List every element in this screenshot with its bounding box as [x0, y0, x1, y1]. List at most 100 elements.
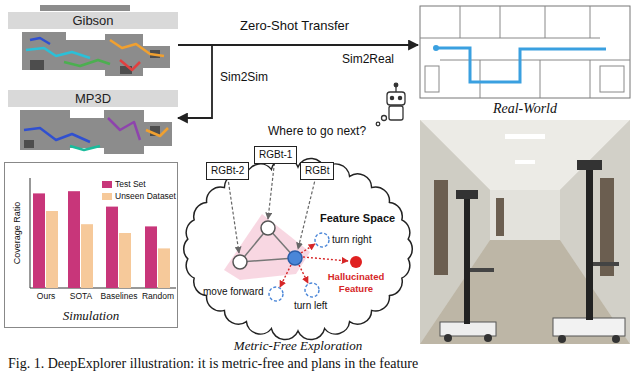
feature-graph-part-part	[298, 172, 317, 249]
floor-plan-part-part	[500, 6, 501, 38]
gibson-map-part-part	[60, 40, 110, 70]
map-panel: Gibson	[8, 4, 178, 80]
gibson-map-part	[26, 38, 164, 70]
mp3d-map-part-part	[68, 118, 108, 148]
thought-text: Where to go next?	[268, 124, 366, 139]
coverage-chart-part-part	[33, 193, 45, 288]
gibson-map	[8, 4, 178, 80]
feature-graph-part-part	[315, 233, 329, 247]
node-title: Simulation	[5, 308, 177, 323]
feature-graph-part	[269, 233, 329, 301]
robot-photo-part	[456, 190, 478, 199]
action-label: move forward	[203, 286, 264, 299]
robot-icon	[376, 83, 405, 126]
robot-icon-part	[398, 96, 401, 99]
feature-graph-part-part	[301, 244, 315, 253]
floor-plan	[420, 6, 630, 98]
node-title: Feature Space	[320, 212, 395, 225]
hallway-photo-part-part	[505, 134, 545, 139]
node-title: RGBt	[305, 165, 329, 177]
feature-graph-part	[224, 214, 310, 280]
mp3d-map-part-part	[108, 118, 140, 140]
floor-plan-part-part	[590, 60, 591, 98]
mp3d-map	[8, 82, 178, 158]
map-panel: MP3D	[8, 82, 178, 158]
coverage-chart-part	[30, 178, 31, 288]
action-label: turn left	[294, 300, 327, 313]
mp3d-map-part-part	[146, 128, 168, 136]
coverage-chart-part	[33, 191, 157, 288]
gibson-map-part-part	[22, 32, 66, 70]
robot-icon-part	[389, 106, 403, 120]
edge-label: Sim2Real	[340, 52, 396, 66]
robot-icon-part	[390, 96, 393, 99]
figure-caption: Fig. 1. DeepExplorer illustration: it is…	[8, 356, 418, 372]
robot-photo	[440, 190, 496, 342]
gibson-map-part	[30, 50, 160, 74]
floor-plan-part-part	[545, 6, 546, 38]
robot-photo-part	[586, 166, 593, 320]
robot-photo	[553, 160, 625, 343]
feature-graph-part-part	[280, 265, 291, 287]
coverage-chart-part-part	[68, 191, 80, 288]
robot-photo-part	[440, 322, 496, 336]
rgb-frame: RGBt	[300, 162, 334, 180]
floor-plan-part-part	[590, 6, 591, 38]
floor-plan-part-part	[540, 60, 541, 98]
robot-icon-part	[394, 83, 398, 87]
node-title: Real-World	[418, 101, 632, 117]
cloud-outline-path	[184, 158, 413, 339]
feature-graph-part	[233, 255, 247, 269]
gibson-map-part-part	[30, 60, 44, 70]
robot-photo-part	[444, 334, 452, 342]
floor-plan-part	[420, 6, 630, 98]
mp3d-map-part-part	[104, 110, 144, 154]
hallway-photo	[420, 120, 630, 344]
coverage-chart-part-part	[145, 226, 157, 288]
axis-tick: Baselines	[101, 291, 138, 302]
coverage-chart-part	[46, 211, 170, 288]
floor-plan-part-part	[460, 6, 461, 38]
robot-photo-part	[577, 160, 602, 170]
gibson-map-part-part	[110, 40, 164, 56]
floor-plan-part	[433, 45, 439, 51]
gibson-map-part	[8, 4, 178, 80]
gibson-map-part-part	[30, 38, 50, 44]
photo-panel: Real-World	[418, 4, 632, 345]
hallucinated-label: Hallucinated Feature	[325, 271, 387, 295]
robot-icon-part	[382, 116, 387, 121]
floor-plan-part-part	[425, 66, 439, 92]
feature-graph-part-part	[299, 265, 308, 283]
hallway-photo-part	[420, 240, 630, 344]
floor-plan-part	[436, 48, 606, 82]
feature-graph-part	[261, 221, 275, 235]
mp3d-map-part	[20, 110, 172, 154]
gibson-map-part-part	[40, 5, 130, 11]
robot-photo-part	[484, 334, 492, 342]
legend-text: Test Set	[115, 179, 146, 190]
mp3d-map-part	[24, 118, 168, 150]
transfer-arrow	[178, 45, 212, 118]
transfer-arrow	[178, 44, 418, 46]
feature-graph-part-part	[303, 257, 348, 261]
node-title: RGBt-2	[211, 165, 244, 177]
floor-plan-part-part	[480, 60, 481, 98]
legend-swatch	[102, 181, 112, 188]
robot-photo-part	[593, 262, 619, 266]
hallway-photo-part	[420, 120, 630, 344]
axis-tick: SOTA	[70, 291, 93, 302]
rgb-frame: RGBt-2	[206, 162, 249, 180]
hallway-photo-part-part	[434, 180, 448, 275]
transfer-label: Zero-Shot Transfer	[240, 18, 349, 34]
coverage-chart-part-part	[46, 211, 58, 288]
robot-icon-part	[376, 122, 380, 126]
robot-photo-part	[553, 318, 625, 336]
mp3d-map-part	[8, 82, 178, 158]
mp3d-map-part-part	[142, 122, 172, 146]
gibson-map-part-part	[26, 48, 90, 58]
hallway-photo-part-part	[600, 178, 614, 276]
feature-graph-part	[288, 251, 302, 265]
hallway-photo-part	[490, 190, 560, 240]
